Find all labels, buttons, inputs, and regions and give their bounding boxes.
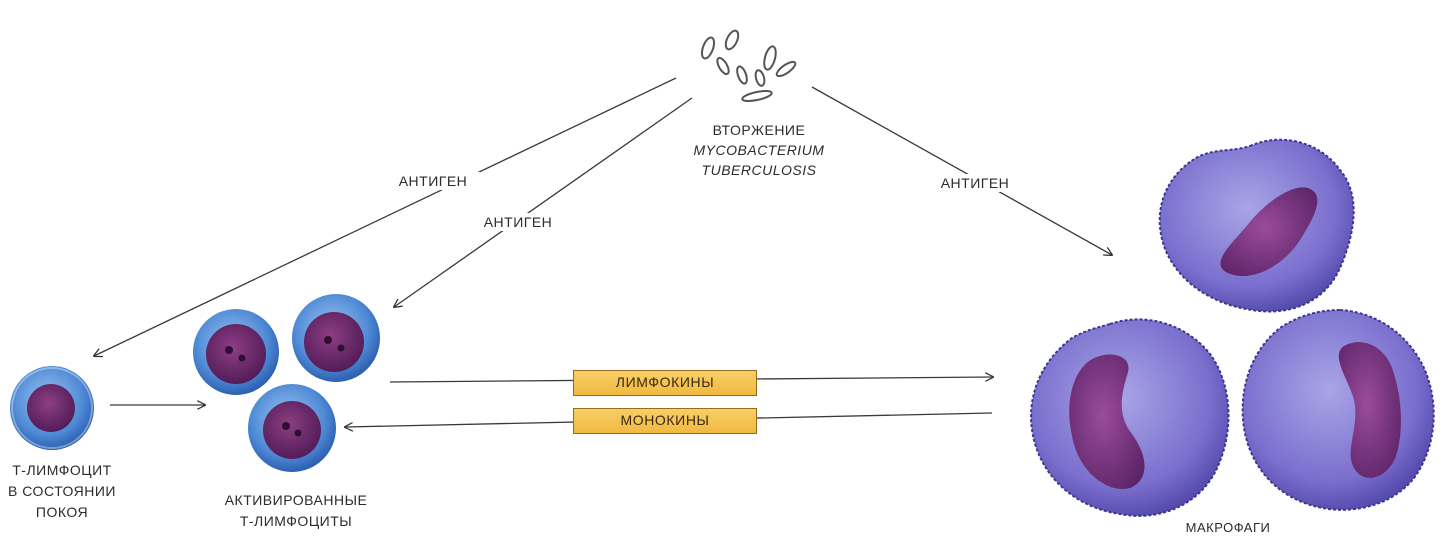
activated-t-lymphocyte bbox=[248, 384, 336, 472]
lymphokines-badge: ЛИМФОКИНЫ bbox=[573, 370, 757, 396]
resting-label-line2: В СОСТОЯНИИ bbox=[0, 482, 124, 500]
activated-label-line1: АКТИВИРОВАННЫЕ bbox=[186, 491, 406, 509]
monokines-badge: МОНОКИНЫ bbox=[573, 408, 757, 434]
antigen-label-activated: АНТИГЕН bbox=[471, 213, 565, 231]
activated-t-lymphocyte bbox=[292, 294, 380, 382]
antigen-arrow-to-resting bbox=[94, 78, 676, 356]
antigen-label-macrophages: АНТИГЕН bbox=[928, 174, 1022, 192]
resting-label-line3: ПОКОЯ bbox=[0, 503, 124, 521]
activated-label-line2: Т-ЛИМФОЦИТЫ bbox=[186, 512, 406, 530]
antigen-arrow-to-activated bbox=[394, 98, 692, 307]
bacteria-label-line1: ВТОРЖЕНИЕ bbox=[694, 121, 824, 139]
resting-t-lymphocyte bbox=[10, 366, 94, 450]
resting-label-line1: Т-ЛИМФОЦИТ bbox=[0, 461, 124, 479]
bacteria-label-line3: TUBERCULOSIS bbox=[684, 161, 834, 179]
macrophages-label: МАКРОФАГИ bbox=[1160, 519, 1296, 537]
antigen-arrow-to-macrophages bbox=[812, 87, 1112, 255]
bacteria-label-line2: MYCOBACTERIUM bbox=[684, 141, 834, 159]
macrophage bbox=[1160, 140, 1354, 312]
activated-t-lymphocyte bbox=[193, 309, 279, 395]
antigen-label-resting: АНТИГЕН bbox=[386, 172, 480, 190]
macrophage bbox=[1031, 319, 1228, 515]
bacteria-cluster-icon bbox=[700, 29, 798, 103]
macrophage bbox=[1243, 310, 1434, 510]
